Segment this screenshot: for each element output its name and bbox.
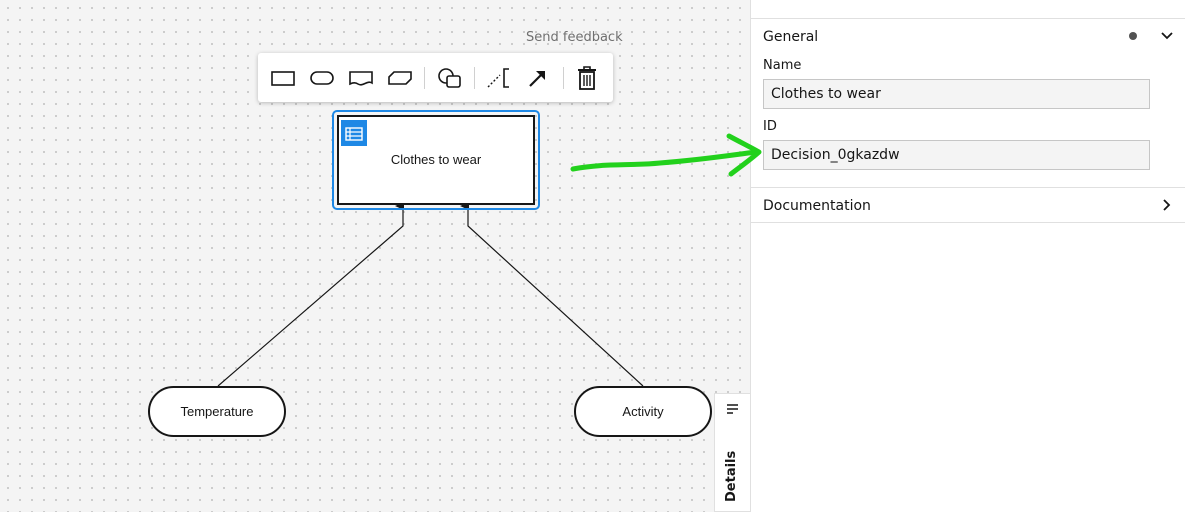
decision-rectangle-icon[interactable]	[269, 65, 297, 91]
decision-table-icon	[341, 120, 367, 146]
group-shapes-icon[interactable]	[436, 65, 464, 91]
input-data-node-activity	[574, 386, 712, 437]
information-requirement-activity	[460, 202, 644, 387]
toolbar-divider	[424, 67, 425, 89]
diagram-drawing	[148, 110, 712, 437]
id-field-label: ID	[763, 119, 777, 134]
input-data-label-activity[interactable]: Activity	[622, 404, 664, 419]
send-feedback-link[interactable]: Send feedback	[526, 30, 623, 45]
details-list-icon	[725, 402, 741, 423]
business-knowledge-model-icon[interactable]	[386, 65, 414, 91]
id-field[interactable]	[763, 140, 1150, 170]
chevron-down-icon[interactable]	[1159, 28, 1175, 44]
diagram-canvas[interactable]: Send feedback	[0, 0, 750, 512]
panel-divider	[751, 18, 1185, 19]
connect-arrow-icon[interactable]	[524, 65, 552, 91]
knowledge-source-icon[interactable]	[347, 65, 375, 91]
name-field[interactable]	[763, 79, 1150, 109]
properties-panel: General Name ID Documentation	[750, 0, 1185, 512]
text-annotation-icon[interactable]	[484, 65, 512, 91]
general-group-title[interactable]: General	[763, 29, 819, 45]
input-data-label-temperature[interactable]: Temperature	[180, 404, 254, 419]
panel-divider	[751, 222, 1185, 223]
details-tab-label: Details	[724, 450, 739, 502]
status-dot	[1129, 32, 1137, 40]
context-toolbar	[258, 53, 613, 102]
documentation-group-title[interactable]: Documentation	[763, 198, 871, 214]
information-requirement-temperature	[217, 202, 404, 387]
input-data-node-temperature	[148, 386, 286, 437]
decision-selection-outline	[332, 110, 540, 210]
panel-divider	[751, 187, 1185, 188]
chevron-right-icon[interactable]	[1159, 197, 1175, 213]
input-data-rounded-icon[interactable]	[308, 65, 336, 91]
toolbar-divider	[474, 67, 475, 89]
toolbar-divider	[563, 67, 564, 89]
name-field-label: Name	[763, 58, 802, 73]
details-tab[interactable]: Details	[714, 393, 750, 512]
decision-node	[337, 115, 535, 205]
decision-label[interactable]: Clothes to wear	[390, 152, 482, 167]
trash-icon[interactable]	[573, 65, 601, 91]
